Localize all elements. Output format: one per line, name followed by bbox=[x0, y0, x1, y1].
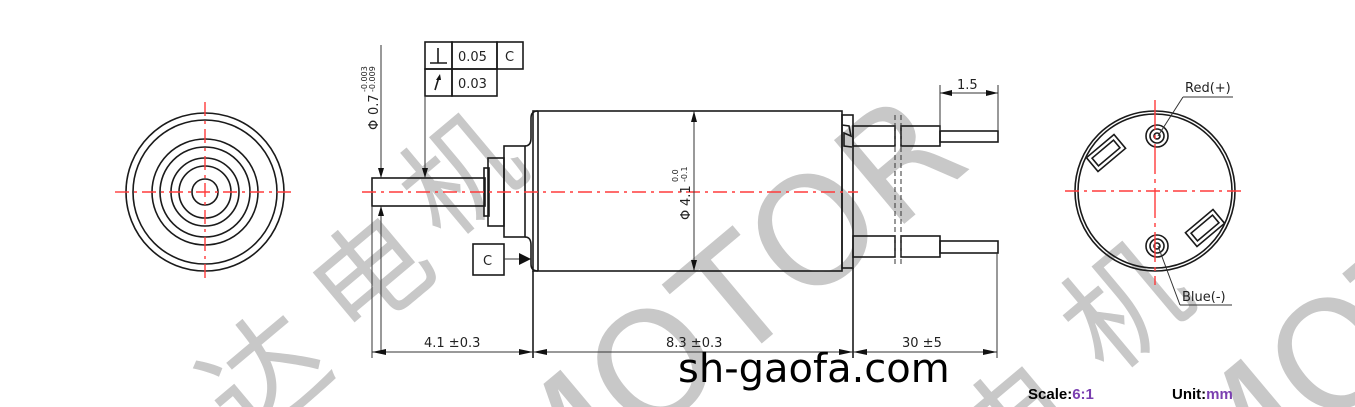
brush-slot-top-left bbox=[1085, 133, 1127, 173]
body-diameter-lower-tol: -0.1 bbox=[680, 166, 689, 182]
body-length-value: 8.3 ±0.3 bbox=[666, 336, 722, 351]
brush-slot-bottom-right bbox=[1184, 208, 1226, 248]
runout-value: 0.03 bbox=[458, 77, 487, 92]
shaft-diameter-value: 0.7 bbox=[367, 94, 382, 115]
wire-strip-dimension: 1.5 bbox=[939, 78, 999, 131]
side-view bbox=[362, 110, 999, 272]
blue-negative-label: Blue(-) bbox=[1182, 290, 1226, 305]
perpendicularity-datum: C bbox=[505, 50, 514, 65]
shaft-diameter-upper-tol: -0.003 bbox=[360, 66, 369, 92]
unit-label: Unit: bbox=[1172, 386, 1207, 403]
wire-strip-bottom bbox=[939, 240, 999, 254]
datum-c-marker: C bbox=[472, 243, 531, 276]
body-diameter-dimension: Φ 4.1 0.0 -0.1 bbox=[671, 111, 697, 271]
scale-value: 6:1 bbox=[1072, 386, 1094, 403]
scale-indicator: Scale:6:1 bbox=[1028, 386, 1094, 403]
body-diameter-upper-tol: 0.0 bbox=[671, 169, 680, 182]
body-diameter-value: 4.1 bbox=[679, 185, 694, 206]
unit-indicator: Unit:mm bbox=[1172, 386, 1233, 403]
perpendicularity-value: 0.05 bbox=[458, 50, 487, 65]
scale-label: Scale: bbox=[1028, 386, 1073, 403]
wire-strip-top bbox=[939, 130, 999, 143]
shaft-diameter-symbol: Φ bbox=[367, 120, 382, 130]
unit-value: mm bbox=[1206, 386, 1233, 403]
gdt-feature-control-frame: 0.05 C 0.03 bbox=[422, 41, 524, 178]
website-watermark: sh-gaofa.com bbox=[678, 346, 950, 392]
body-diameter-symbol: Φ bbox=[679, 210, 694, 220]
right-end-view: Red(+) Blue(-) bbox=[1065, 81, 1245, 306]
shaft-diameter-dimension: Φ 0.7 -0.003 -0.009 bbox=[360, 45, 384, 352]
circular-runout-icon bbox=[434, 74, 441, 91]
positive-terminal bbox=[1145, 124, 1169, 148]
left-end-view bbox=[115, 102, 295, 282]
wire-strip-value: 1.5 bbox=[957, 78, 978, 93]
negative-terminal bbox=[1145, 234, 1169, 258]
datum-label: C bbox=[483, 254, 492, 269]
red-positive-label: Red(+) bbox=[1185, 81, 1231, 96]
length-dimensions: 4.1 ±0.3 8.3 ±0.3 30 ±5 bbox=[371, 206, 998, 358]
shaft-diameter-lower-tol: -0.009 bbox=[368, 66, 377, 92]
wire-length-value: 30 ±5 bbox=[902, 336, 942, 351]
perpendicularity-icon bbox=[430, 48, 447, 64]
shaft-length-value: 4.1 ±0.3 bbox=[424, 336, 480, 351]
